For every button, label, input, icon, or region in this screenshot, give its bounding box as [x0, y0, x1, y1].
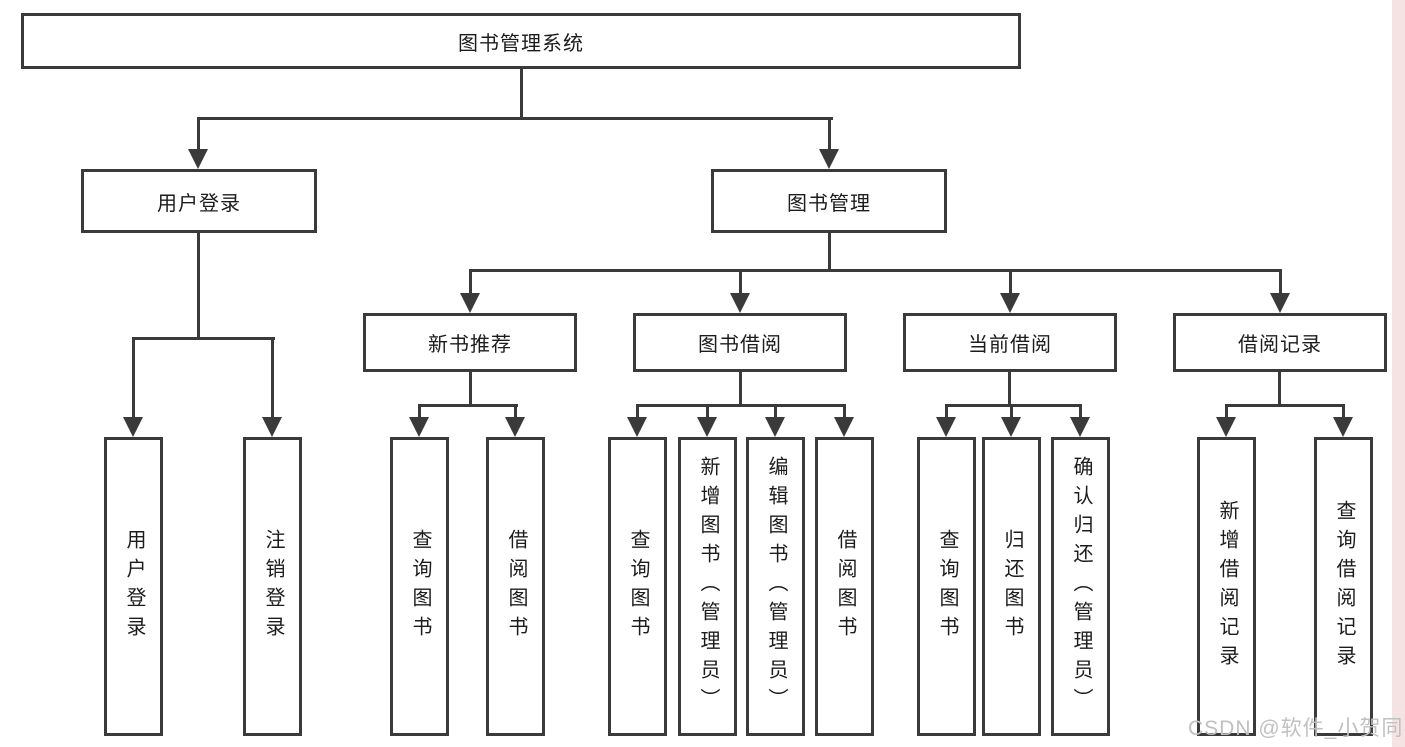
- node-root: 图书管理系统: [21, 13, 1021, 69]
- leaf-label: 借阅图书: [505, 528, 527, 645]
- leaf-query-book-recommend: 查询图书: [390, 437, 449, 736]
- connector-line: [469, 269, 472, 295]
- connector-line: [945, 404, 1082, 407]
- arrowhead-down: [1001, 417, 1021, 437]
- connector-line: [1008, 372, 1011, 406]
- arrowhead-down: [1070, 417, 1090, 437]
- arrowhead-down: [1216, 417, 1236, 437]
- node-book-borrowing: 图书借阅: [633, 313, 847, 372]
- leaf-return-book: 归还图书: [982, 437, 1041, 736]
- csdn-watermark: CSDN @软件_小贺同学: [1188, 717, 1405, 740]
- arrowhead-down: [697, 417, 717, 437]
- connector-line: [132, 337, 135, 419]
- leaf-label: 查询图书: [409, 528, 431, 645]
- leaf-query-borrow-record: 查询借阅记录: [1314, 437, 1373, 736]
- arrowhead-down: [460, 293, 480, 313]
- connector-line: [1010, 404, 1013, 419]
- arrowhead-down: [505, 417, 525, 437]
- node-user-login: 用户登录: [81, 169, 317, 233]
- connector-line: [418, 404, 518, 407]
- leaf-label: 查询图书: [627, 528, 649, 645]
- arrowhead-down: [123, 417, 143, 437]
- connector-line: [197, 117, 200, 150]
- leaf-label: 查询图书: [936, 528, 958, 645]
- node-borrowing-records-label: 借阅记录: [1238, 334, 1322, 356]
- right-edge-strip: [1392, 0, 1405, 747]
- leaf-user-login: 用户登录: [104, 437, 163, 736]
- connector-line: [945, 404, 948, 419]
- arrowhead-down: [1333, 417, 1353, 437]
- leaf-label: 确认归还（管理员）: [1070, 456, 1092, 717]
- connector-line: [1009, 269, 1012, 295]
- arrowhead-down: [188, 149, 208, 169]
- arrowhead-down: [627, 417, 647, 437]
- connector-line: [197, 233, 200, 339]
- leaf-confirm-return-admin: 确认归还（管理员）: [1051, 437, 1110, 736]
- node-user-login-label: 用户登录: [157, 192, 241, 215]
- connector-line: [706, 404, 709, 419]
- leaf-logout: 注销登录: [243, 437, 302, 736]
- connector-line: [774, 404, 777, 419]
- node-current-borrowing: 当前借阅: [903, 313, 1117, 372]
- arrowhead-down: [1000, 293, 1020, 313]
- arrowhead-down: [765, 417, 785, 437]
- node-book-management-label: 图书管理: [787, 192, 871, 215]
- leaf-label: 新增借阅记录: [1216, 499, 1238, 674]
- node-borrowing-records: 借阅记录: [1173, 313, 1387, 372]
- connector-line: [132, 337, 275, 340]
- leaf-label: 用户登录: [123, 528, 145, 645]
- arrowhead-down: [409, 417, 429, 437]
- leaf-label: 注销登录: [262, 528, 284, 645]
- connector-line: [828, 233, 831, 271]
- connector-line: [739, 372, 742, 406]
- connector-line: [469, 269, 1282, 272]
- connector-line: [469, 372, 472, 406]
- leaf-label: 新增图书（管理员）: [697, 456, 719, 717]
- node-book-management: 图书管理: [711, 169, 947, 233]
- node-book-borrowing-label: 图书借阅: [698, 334, 782, 356]
- leaf-borrow-book: 借阅图书: [815, 437, 874, 736]
- connector-line: [1278, 372, 1281, 406]
- connector-line: [514, 404, 517, 419]
- connector-line: [271, 337, 274, 419]
- leaf-query-book-borrowing: 查询图书: [608, 437, 667, 736]
- node-root-label: 图书管理系统: [458, 32, 584, 55]
- connector-line: [636, 404, 639, 419]
- connector-line: [1279, 269, 1282, 295]
- arrowhead-down: [1270, 293, 1290, 313]
- connector-line: [1079, 404, 1082, 419]
- connector-line: [1225, 404, 1228, 419]
- arrowhead-down: [262, 417, 282, 437]
- leaf-add-borrow-record: 新增借阅记录: [1197, 437, 1256, 736]
- node-current-borrowing-label: 当前借阅: [968, 334, 1052, 356]
- arrowhead-down: [819, 149, 839, 169]
- leaf-borrow-book-recommend: 借阅图书: [486, 437, 545, 736]
- arrowhead-down: [936, 417, 956, 437]
- connector-line: [418, 404, 421, 419]
- leaf-label: 编辑图书（管理员）: [765, 456, 787, 717]
- connector-line: [843, 404, 846, 419]
- node-new-book-recommend: 新书推荐: [363, 313, 577, 372]
- connector-line: [197, 117, 833, 120]
- arrowhead-down: [730, 293, 750, 313]
- leaf-label: 借阅图书: [834, 528, 856, 645]
- node-new-book-recommend-label: 新书推荐: [428, 334, 512, 356]
- connector-line: [739, 269, 742, 295]
- connector-line: [520, 69, 523, 119]
- connector-line: [636, 404, 846, 407]
- leaf-label: 归还图书: [1001, 528, 1023, 645]
- leaf-add-book-admin: 新增图书（管理员）: [678, 437, 737, 736]
- arrowhead-down: [834, 417, 854, 437]
- leaf-edit-book-admin: 编辑图书（管理员）: [746, 437, 805, 736]
- leaf-query-book-current: 查询图书: [917, 437, 976, 736]
- connector-line: [1225, 404, 1345, 407]
- connector-line: [1342, 404, 1345, 419]
- leaf-label: 查询借阅记录: [1333, 499, 1355, 674]
- connector-line: [828, 117, 831, 150]
